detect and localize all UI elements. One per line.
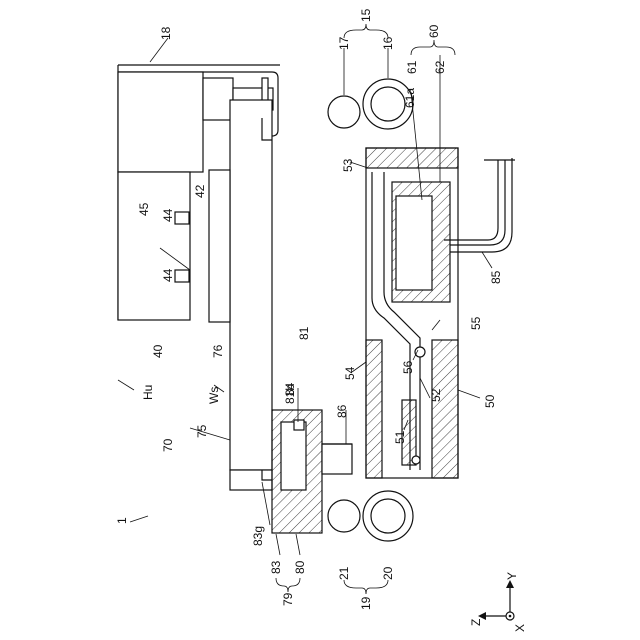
label-76: 76: [211, 344, 225, 358]
platen-75: [209, 100, 272, 490]
label-54: 54: [343, 366, 357, 380]
label-79: 79: [281, 592, 295, 606]
label-55: 55: [469, 316, 483, 330]
label-81b: 81b: [283, 384, 297, 404]
label-20: 20: [381, 566, 395, 580]
label-45: 45: [137, 202, 151, 216]
label-61: 61: [405, 60, 419, 74]
maintenance-unit-50: [366, 148, 458, 478]
label-70: 70: [161, 438, 175, 452]
label-Hu: Hu: [141, 385, 155, 400]
coordinate-axes: Y Z X: [469, 572, 527, 632]
head-unit-40: [118, 172, 190, 320]
label-1: 1: [115, 517, 129, 524]
label-51: 51: [393, 430, 407, 444]
label-17: 17: [337, 36, 351, 50]
label-40: 40: [151, 344, 165, 358]
label-83g: 83g: [251, 526, 265, 546]
roller-20-inner: [371, 499, 405, 533]
label-53: 53: [341, 158, 355, 172]
tube-86-block: [322, 444, 352, 474]
cap-81b: [281, 422, 306, 490]
label-56: 56: [401, 360, 415, 374]
label-18: 18: [159, 26, 173, 40]
label-16: 16: [381, 36, 395, 50]
label-Ws: Ws: [207, 387, 221, 404]
top-wall-53: [366, 148, 458, 168]
sheet-76: [209, 170, 230, 322]
wall-right: [432, 340, 458, 478]
label-50: 50: [483, 394, 497, 408]
pivot-lower: [412, 456, 420, 464]
roller-pair-15: [328, 79, 413, 129]
label-80: 80: [293, 560, 307, 574]
label-19: 19: [359, 596, 373, 610]
sensor-44-lower: [175, 270, 189, 282]
label-60: 60: [427, 24, 441, 38]
label-83: 83: [269, 560, 283, 574]
label-15: 15: [359, 8, 373, 22]
label-52: 52: [429, 388, 443, 402]
pivot-56: [415, 347, 425, 357]
label-62: 62: [433, 60, 447, 74]
cap-61a-inner: [396, 196, 432, 290]
head-upper-block: [118, 72, 203, 172]
label-42: 42: [193, 184, 207, 198]
axis-x-label: X: [513, 624, 527, 632]
platen-body: [230, 100, 272, 470]
label-75: 75: [195, 424, 209, 438]
label-44-upper: 44: [161, 208, 175, 222]
sensor-44-upper: [175, 212, 189, 224]
roller-17: [328, 96, 360, 128]
roller-pair-19: [328, 491, 413, 541]
axis-z-label: Z: [469, 619, 483, 626]
label-86: 86: [335, 404, 349, 418]
cap-84: [294, 420, 304, 430]
roller-21: [328, 500, 360, 532]
roller-16-inner: [371, 87, 405, 121]
label-85: 85: [489, 270, 503, 284]
label-44-lower: 44: [161, 268, 175, 282]
label-21: 21: [337, 566, 351, 580]
head-mount: [203, 78, 233, 120]
wall-54: [366, 340, 382, 478]
label-81: 81: [297, 326, 311, 340]
axis-y-label: Y: [505, 572, 519, 580]
label-61a: 61a: [403, 88, 417, 108]
